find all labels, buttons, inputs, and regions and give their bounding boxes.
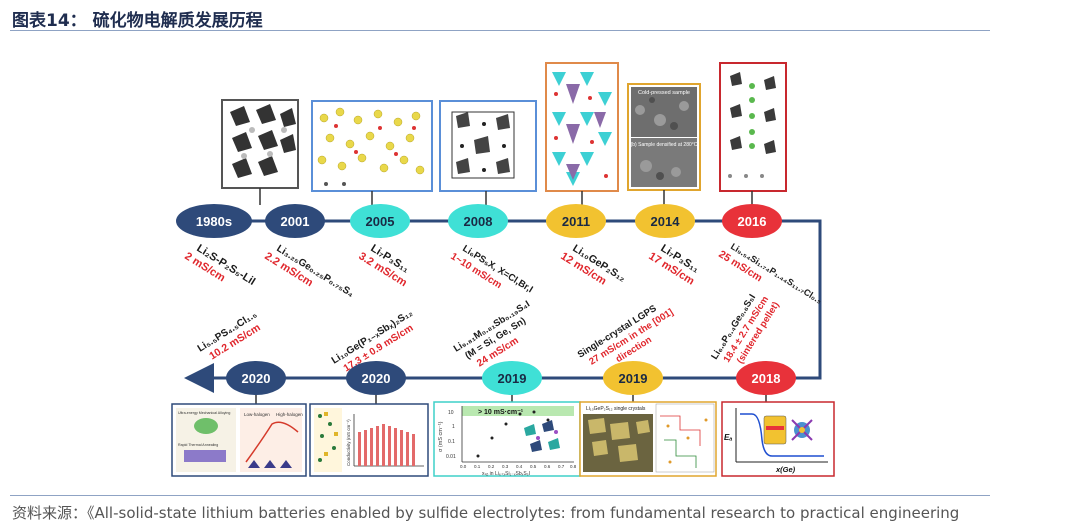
year-label: 2019	[619, 371, 648, 386]
inset-2005-crystal	[311, 100, 433, 192]
inset-2020b-chart: Conductivity (mS cm⁻¹)	[309, 403, 429, 477]
plot-xtick-1: 0.1	[474, 464, 481, 469]
node-2016: 2016	[722, 204, 782, 238]
plot-threshold-label: > 10 mS·cm⁻¹	[478, 409, 524, 416]
rapid-thermal-label: Rapid Thermal Annealing	[178, 443, 218, 447]
single-crystal-label: Li₁₀GeP₂S₁₂ single crystals	[586, 406, 646, 412]
year-label: 2008	[464, 214, 493, 229]
node-2001: 2001	[265, 204, 325, 238]
inset-2019a-plot: > 10 mS·cm⁻¹ σ (mS cm⁻¹) 10 1 0.1 0.01 0…	[433, 401, 581, 477]
inset-2001-crystal	[221, 99, 299, 189]
node-2011: 2011	[546, 204, 606, 238]
year-label: 2011	[562, 214, 590, 229]
figure-title: 图表14： 硫化物电解质发展历程	[12, 11, 263, 31]
energy-axis-label: Eₐ	[724, 433, 732, 442]
sem-top-label: Cold-pressed sample	[638, 90, 690, 96]
plot-xtick-0: 0.0	[460, 464, 467, 469]
low-halogen-label: Low-halogen	[244, 412, 270, 417]
node-2018: 2018	[736, 361, 796, 395]
title-divider	[10, 30, 990, 31]
node-2019-b: 2019	[603, 361, 663, 395]
plot-xtick-4: 0.4	[516, 464, 523, 469]
node-1980s: 1980s	[176, 204, 252, 238]
node-2019-a: 2019	[482, 361, 542, 395]
plot-xtick-5: 0.5	[530, 464, 537, 469]
year-label: 2020	[362, 371, 391, 386]
source-note: 资料来源：《All-solid-state lithium batteries …	[12, 504, 960, 522]
year-label: 2014	[651, 214, 681, 229]
year-label: 2016	[738, 214, 767, 229]
ultra-energy-label: Ultra-energy Mechanical Alloying	[178, 411, 230, 415]
year-label: 2005	[366, 214, 395, 229]
plot-xtick-6: 0.6	[544, 464, 551, 469]
plot-ytick-3: 0.01	[446, 454, 456, 460]
inset-2016-crystal	[719, 62, 787, 192]
node-2014: 2014	[635, 204, 695, 238]
plot-xtick-3: 0.3	[502, 464, 509, 469]
inset-2020a-schematic: Ultra-energy Mechanical Alloying Rapid T…	[171, 403, 307, 477]
year-label: 2001	[281, 214, 310, 229]
plot-xlabel: xₛᵦ in Li₆₊ₓSi₁₋ₓSbₓS₅I	[482, 471, 530, 477]
plot-ylabel: σ (mS cm⁻¹)	[438, 421, 444, 452]
year-label: 2018	[752, 371, 781, 386]
high-halogen-label: High-halogen	[276, 412, 303, 417]
plot-ytick-1: 1	[452, 424, 455, 430]
inset-2018-energy: Eₐ x(Ge)	[721, 401, 835, 477]
inset-2014-sem: Cold-pressed sample (b) Sample densified…	[627, 83, 701, 191]
inset-2011-crystal	[545, 62, 619, 192]
node-2008: 2008	[448, 204, 508, 238]
plot-xtick-7: 0.7	[558, 464, 565, 469]
year-label: 2019	[498, 371, 527, 386]
plot-ytick-0: 10	[448, 410, 454, 416]
node-2005: 2005	[350, 204, 410, 238]
year-label: 1980s	[196, 214, 232, 229]
node-2020-b: 2020	[346, 361, 406, 395]
conductivity-axis-label: Conductivity (mS cm⁻¹)	[346, 419, 351, 466]
sem-bottom-label: (b) Sample densified at 280°C	[631, 142, 698, 148]
inset-2019b-crystals: Li₁₀GeP₂S₁₂ single crystals	[579, 401, 717, 477]
plot-xtick-2: 0.2	[488, 464, 495, 469]
plot-xtick-8: 0.8	[570, 464, 577, 469]
source-divider	[10, 495, 990, 496]
plot-ytick-2: 0.1	[448, 439, 455, 445]
year-label: 2020	[242, 371, 271, 386]
node-2020-a: 2020	[226, 361, 286, 395]
ge-axis-label: x(Ge)	[775, 465, 796, 474]
inset-2008-crystal	[439, 100, 537, 192]
